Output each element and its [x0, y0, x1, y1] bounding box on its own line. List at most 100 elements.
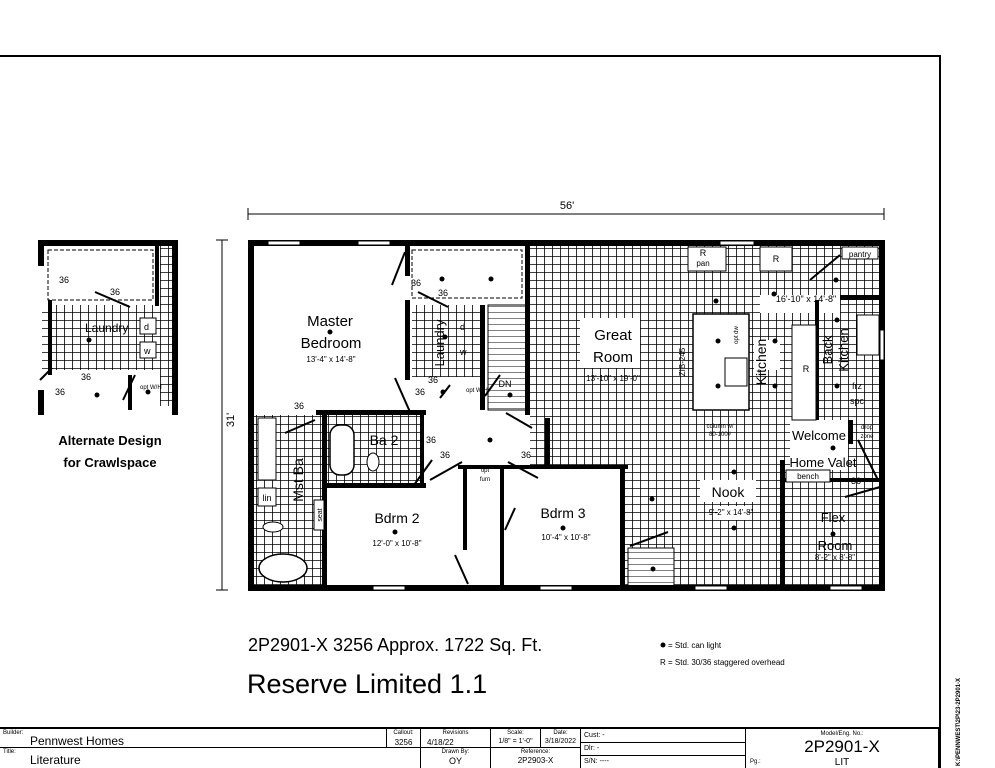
pan-label: pan — [696, 259, 709, 268]
revision-date: 4/18/22 — [427, 738, 454, 747]
reference-label-label: Reference: — [520, 749, 551, 755]
opt-label: opt — [481, 468, 490, 474]
door-36-label: 36 — [59, 275, 69, 285]
door-36-label: 36 — [440, 450, 450, 460]
d-label: d — [460, 322, 465, 332]
door-36-label: 36 — [438, 288, 448, 298]
bdrm3-size-label: 10'-4" x 10'-8" — [541, 533, 590, 542]
master-bedroom-1-label: Master — [307, 313, 353, 330]
r-label: R — [773, 254, 780, 264]
depth-dimension: 31' — [216, 239, 237, 591]
kitchen-label: Kitchen — [753, 339, 769, 386]
dealer-value: - — [596, 745, 600, 752]
drawn-label-label: Drawn By: — [441, 749, 470, 755]
welcome-1-label: Welcome — [792, 428, 846, 443]
w-label: w — [459, 347, 467, 357]
opt-wh-label: opt W/H — [466, 388, 488, 394]
bathtub — [329, 424, 355, 476]
width-label: 56' — [560, 200, 574, 212]
drawing-title: Literature — [30, 753, 81, 767]
door-36-label: 36 — [426, 435, 436, 445]
door-36-label: 36 — [294, 401, 304, 411]
reference-value: 2P2903-X — [517, 756, 554, 765]
flex-size-label: 8'-2" x 8'-8" — [815, 553, 855, 562]
bench-label: bench — [797, 472, 819, 481]
width-dimension: 56' — [247, 200, 885, 220]
depth-label: 31' — [225, 413, 237, 427]
alternate-design-crawlspace: 36 36 36 36 Laundry d w opt W/H Alternat… — [38, 240, 178, 470]
stairs-down — [487, 304, 527, 411]
can-light-icon — [660, 642, 666, 648]
revisions-label-label: Revisions — [442, 730, 469, 736]
page-border — [0, 55, 941, 768]
model-label-label: Model/Eng. No.: — [820, 731, 864, 737]
cust-label-label: Cust: — [584, 732, 601, 739]
model-number: 2P2901-X — [804, 737, 880, 756]
dlr-label-label: Dlr: — [584, 745, 595, 752]
bench — [785, 469, 831, 483]
soaking-tub — [258, 553, 308, 583]
island-sink — [724, 357, 748, 387]
series-title: Reserve Limited 1.1 — [247, 669, 487, 699]
customer-value: - — [602, 732, 605, 739]
zone-label: zone — [860, 434, 874, 440]
door-swings — [284, 251, 881, 585]
date-value: 3/18/2022 — [544, 738, 577, 745]
door-36-label: 36 — [55, 387, 65, 397]
welcome-2-label: Home Valet — [790, 455, 857, 470]
kitchen-size-label: 16'-10" x 14'-8" — [776, 294, 836, 304]
ba2-label: Ba 2 — [370, 432, 399, 448]
r-label: R — [803, 364, 810, 374]
dn-label: DN — [499, 379, 512, 389]
legend: = Std. can light R = Std. 30/36 staggere… — [660, 641, 785, 667]
back-kitchen-2-label: Kitchen — [836, 328, 851, 371]
drawn-by: OY — [448, 756, 462, 766]
nook-label: Nook — [712, 484, 746, 500]
windows — [267, 240, 885, 591]
great-room-size-label: 13'-10" x 19'-0" — [586, 374, 640, 383]
seat-label: seat — [317, 508, 324, 521]
title-block: Builder: Pennwest Homes Title: Literatur… — [0, 727, 940, 768]
room-labels: Master Bedroom 13'-4" x 14'-8" Laundry d… — [262, 248, 874, 562]
opt-wh-label: opt W/H — [140, 385, 162, 391]
bdrm3-label: Bdrm 3 — [540, 505, 585, 521]
r-label: R — [700, 248, 707, 258]
file-path-label: K:\PENNWEST\2P\23-2P2901-X — [956, 678, 962, 766]
builder-label-label: Builder: — [3, 730, 24, 736]
frz-label: frz — [852, 381, 862, 391]
bdrm2-size-label: 12'-0" x 10'-8" — [372, 539, 421, 548]
callout-value: 3256 — [394, 738, 413, 747]
alt-design-subtitle: for Crawlspace — [63, 455, 156, 470]
toilet — [366, 452, 380, 472]
back-kitchen-1-label: Back — [820, 335, 835, 364]
great-room-1-label: Great — [594, 327, 632, 344]
drop-label: drop — [861, 425, 874, 431]
bdrm2-label: Bdrm 2 — [374, 510, 419, 526]
opt-dw-label: opt dw — [734, 325, 740, 343]
title-label-label: Title: — [3, 749, 16, 755]
spc-label: spc — [850, 396, 865, 406]
w-label: w — [143, 346, 151, 356]
zib-label: ZIB-245 — [678, 347, 687, 376]
scale-value: 1/8" = 1'-0" — [498, 738, 533, 745]
d-label: d — [144, 322, 149, 332]
door-36-label: 36 — [428, 375, 438, 385]
furn-label: furn — [480, 477, 490, 483]
back-kitchen-counter — [791, 324, 817, 421]
page-value: LIT — [834, 757, 850, 768]
flex-1-label: Flex — [821, 510, 846, 525]
alt-laundry-floor — [42, 305, 174, 370]
pg-label-label: Pg.: — [750, 759, 761, 765]
scale-label-label: Scale: — [507, 730, 524, 736]
mst-ba-label: Mst Ba — [290, 458, 306, 502]
door-36-label: 36 — [415, 387, 425, 397]
master-bedroom-2-label: Bedroom — [301, 335, 362, 352]
door-36-label: 36 — [81, 372, 91, 382]
column-label: column w/ — [706, 424, 733, 430]
door-36-label: 36 — [110, 287, 120, 297]
alt-laundry-label: Laundry — [85, 321, 128, 335]
great-room-2-label: Room — [593, 349, 633, 366]
door-36-label: 36 — [411, 278, 421, 288]
door-36-label: 36 — [521, 450, 531, 460]
